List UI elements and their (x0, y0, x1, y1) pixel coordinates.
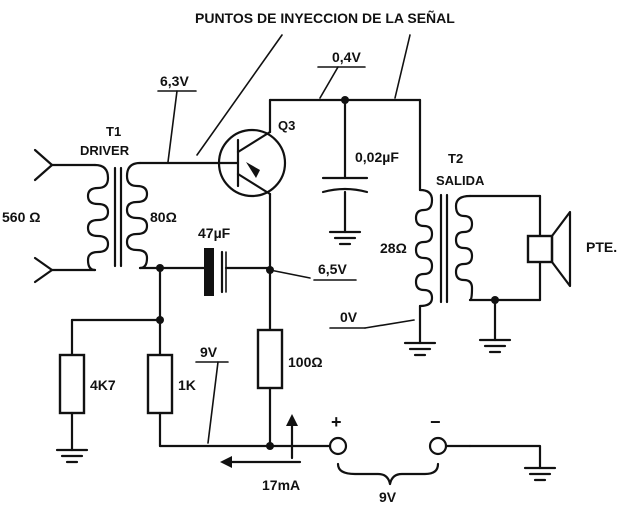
voltage-collector-pointer (319, 66, 339, 99)
bypass-capacitor (321, 176, 369, 194)
ground-icon (328, 230, 362, 246)
input-terminals (33, 148, 97, 284)
diagram-title: PUNTOS DE INYECCION DE LA SEÑAL (195, 9, 455, 26)
voltage-collector-label: 0,4V (332, 49, 361, 65)
t1-name: T1 (106, 124, 121, 139)
resistor-4k7 (58, 353, 86, 415)
voltage-divider-label: 9V (200, 344, 218, 360)
q3-label: Q3 (278, 118, 295, 133)
ground-icon (403, 341, 437, 357)
t2-secondary-winding (454, 194, 474, 302)
voltage-base-pointer (167, 90, 178, 163)
resistor-1k (146, 353, 174, 415)
supply-voltage-label: 9V (379, 489, 397, 505)
resistor-100-label: 100Ω (288, 354, 323, 370)
t1-role: DRIVER (80, 143, 130, 158)
q3-transistor (216, 128, 287, 198)
resistor-4k7-label: 4K7 (90, 377, 116, 393)
terminal-minus (428, 436, 448, 456)
voltage-emitter-label: 6,5V (318, 261, 347, 277)
t2-name: T2 (448, 151, 463, 166)
coupling-capacitor (204, 248, 227, 296)
t2-role: SALIDA (436, 173, 485, 188)
t1-secondary-label: 80Ω (150, 209, 177, 225)
terminal-plus (328, 436, 348, 456)
t2-primary-label: 28Ω (380, 240, 407, 256)
voltage-base-label: 6,3V (160, 73, 189, 89)
ground-icon (523, 466, 557, 482)
resistor-100 (256, 328, 284, 390)
t1-primary-label: 560 Ω (2, 209, 40, 225)
voltage-divider-pointer (207, 361, 219, 444)
current-label: 17mA (262, 477, 300, 493)
speaker-icon (526, 210, 572, 288)
bypass-capacitor-label: 0,02µF (355, 149, 399, 165)
coupling-capacitor-label: 47µF (198, 225, 231, 241)
speaker-label: PTE. (586, 239, 617, 255)
supply-brace (336, 462, 440, 486)
voltage-t2-label: 0V (340, 309, 358, 325)
voltage-t2-pointer (364, 319, 415, 329)
injection-pointer-collector (394, 34, 411, 99)
t2-primary-winding (414, 188, 434, 308)
ground-icon (478, 338, 512, 354)
resistor-1k-label: 1K (178, 377, 196, 393)
injection-pointer-base (196, 34, 283, 156)
terminal-minus-sign: − (430, 412, 441, 432)
t1-primary-winding (86, 163, 110, 272)
ground-icon (55, 448, 89, 464)
t1-secondary-winding (125, 161, 149, 270)
terminal-plus-sign: + (331, 412, 342, 432)
